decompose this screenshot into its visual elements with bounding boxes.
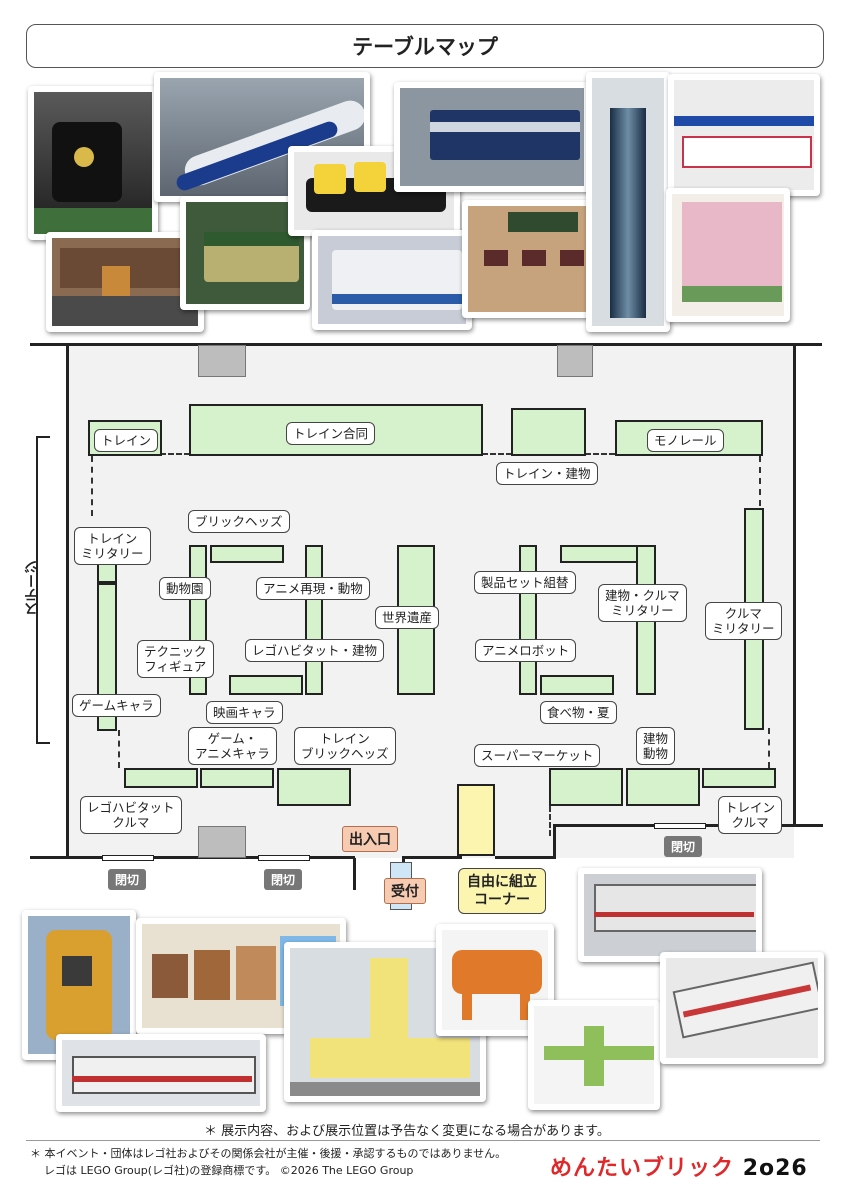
logo-text: めんたいブリック <box>550 1156 735 1181</box>
top-wall <box>30 343 822 346</box>
table <box>229 675 303 695</box>
label-movie-character: 映画キャラ <box>206 701 283 724</box>
table <box>210 545 284 563</box>
bottom-wall-mid <box>402 856 462 859</box>
door-marker <box>654 823 706 829</box>
label-habitat-building: レゴハビタット・建物 <box>245 639 385 662</box>
title-text: テーブルマップ <box>352 35 498 59</box>
disclaimer-note: ＊ 展示内容、および展示位置は予告なく変更になる場合があります。 <box>204 1124 610 1139</box>
label-car-military: クルマ ミリタリー <box>705 602 782 640</box>
label-game-character: ゲームキャラ <box>72 694 161 717</box>
label-train-building: トレイン・建物 <box>496 462 598 485</box>
blue-train-photo <box>394 82 590 192</box>
label-set-rebuild: 製品セット組替 <box>474 571 576 594</box>
table <box>124 768 198 788</box>
table <box>519 545 537 695</box>
entrance-post-left <box>353 858 356 890</box>
entrance-label: 出入口 <box>342 826 398 852</box>
label-building-car-military: 建物・クルマ ミリタリー <box>598 584 687 622</box>
label-brickheadz: ブリックヘッズ <box>188 510 290 533</box>
event-logo: めんたいブリック 2o26 <box>550 1150 808 1182</box>
partition <box>768 728 770 768</box>
partition <box>759 456 761 506</box>
label-train-military: トレイン ミリタリー <box>74 527 151 565</box>
roundhouse-photo <box>46 232 204 332</box>
label-anime-animal: アニメ再現・動物 <box>256 577 370 600</box>
reception-label: 受付 <box>384 878 426 904</box>
pillar <box>198 345 246 377</box>
bottom-wall-right2 <box>495 856 555 859</box>
door-marker <box>258 855 310 861</box>
table <box>277 768 351 806</box>
free-build-table <box>457 784 495 856</box>
label-building-animal: 建物 動物 <box>636 727 676 765</box>
label-supermarket: スーパーマーケット <box>474 744 601 767</box>
bus-photo <box>660 952 824 1064</box>
label-food-summer: 食べ物・夏 <box>540 701 617 724</box>
bottom-wall-left <box>30 856 355 859</box>
label-train-brickheadz: トレイン ブリックヘッズ <box>294 727 396 765</box>
pillar <box>198 826 246 858</box>
classroom-photo <box>462 200 592 318</box>
label-world-heritage: 世界遺産 <box>375 606 440 629</box>
tower-photo <box>586 72 670 332</box>
table <box>305 545 323 695</box>
tram-photo <box>578 868 762 962</box>
airplane-photo <box>528 1000 660 1110</box>
label-anime-robot: アニメロボット <box>475 639 577 662</box>
gate-closed: 閉切 <box>264 869 303 890</box>
partition <box>118 730 120 768</box>
partition <box>91 456 93 516</box>
free-build-corner-label: 自由に組立 コーナー <box>458 868 546 914</box>
right-wall <box>793 343 796 825</box>
partition <box>549 806 551 836</box>
table <box>626 768 700 806</box>
white-train-photo <box>312 230 472 330</box>
steam-locomotive-photo <box>28 86 158 240</box>
partition <box>160 453 190 455</box>
table <box>702 768 776 788</box>
logo-year: 2o26 <box>742 1156 808 1181</box>
label-habitat-car: レゴハビタット クルマ <box>80 796 182 834</box>
pink-building-photo <box>666 188 790 322</box>
table <box>200 768 274 788</box>
monorail-photo <box>668 74 820 196</box>
label-monorail: モノレール <box>647 429 724 452</box>
label-zoo: 動物園 <box>159 577 211 600</box>
stage-label: ステージ <box>24 560 40 616</box>
page-title: テーブルマップ <box>26 24 824 68</box>
left-wall <box>66 343 69 858</box>
table <box>540 675 614 695</box>
door-marker <box>102 855 154 861</box>
label-train-joint: トレイン合同 <box>286 422 376 445</box>
partition <box>585 453 615 455</box>
label-technic-figure: テクニック フィギュア <box>137 640 214 678</box>
partition <box>482 453 512 455</box>
footer-line2: レゴは LEGO Group(レゴ社)の登録商標です。 ©2026 The LE… <box>44 1164 414 1177</box>
table <box>549 768 623 806</box>
bottom-step-wall <box>553 824 556 859</box>
table <box>511 408 586 456</box>
church-photo <box>284 942 486 1102</box>
pillar <box>557 345 593 377</box>
bullet-train-photo <box>154 72 370 202</box>
footer-line1: ＊ 本イベント・団体はレゴ社およびその関係会社が主催・後援・承認するものではあり… <box>30 1147 507 1160</box>
gate-closed: 閉切 <box>664 836 703 857</box>
stage-bracket <box>36 436 50 744</box>
label-train: トレイン <box>94 429 159 452</box>
footer-divider <box>26 1140 820 1141</box>
label-game-anime-character: ゲーム・ アニメキャラ <box>188 727 277 765</box>
label-train-car: トレイン クルマ <box>718 796 783 834</box>
train-diorama-photo <box>56 1034 266 1112</box>
gate-closed: 閉切 <box>108 869 147 890</box>
